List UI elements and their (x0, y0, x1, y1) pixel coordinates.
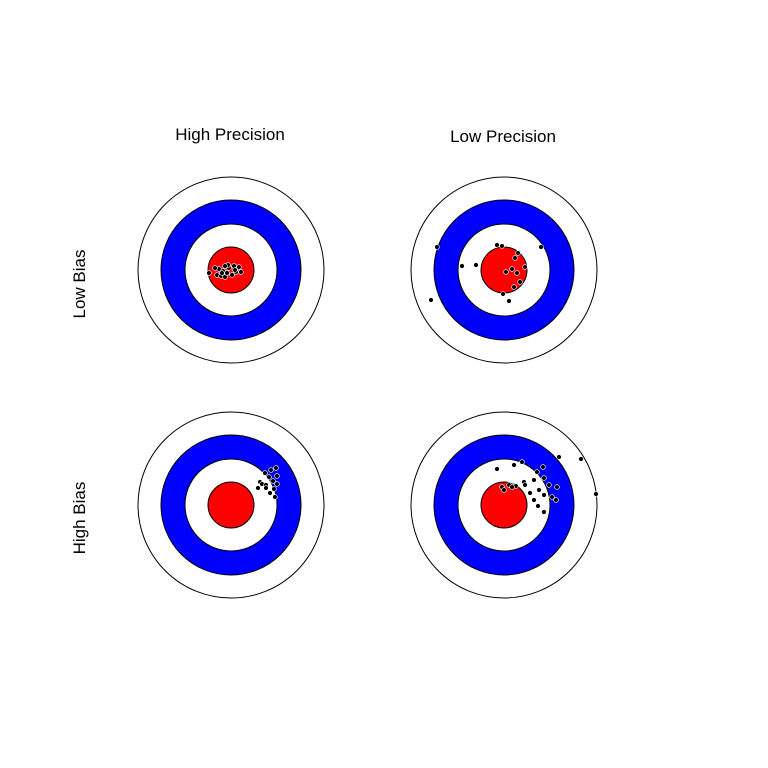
shot-point (522, 482, 528, 488)
shot-point (535, 503, 541, 509)
shot-point (459, 263, 465, 269)
shot-point (540, 464, 546, 470)
target-high-bias-high-precision (137, 411, 325, 599)
bullseye (207, 481, 255, 529)
shot-point (556, 454, 562, 460)
shot-point (212, 265, 218, 271)
shot-point (263, 485, 269, 491)
shot-point (531, 497, 537, 503)
shot-point (553, 497, 559, 503)
shot-point (494, 242, 500, 248)
shot-point (238, 269, 244, 275)
shot-point (503, 269, 509, 275)
shot-point (541, 509, 547, 515)
shot-point (519, 459, 525, 465)
shot-point (501, 487, 507, 493)
shot-point (511, 284, 517, 290)
target-low-bias-low-precision (410, 176, 598, 364)
shot-point (517, 279, 523, 285)
shot-point (522, 264, 528, 270)
bullseye (207, 246, 255, 294)
shot-point (514, 270, 520, 276)
shot-point (512, 255, 518, 261)
shot-point (219, 270, 225, 276)
shot-point (268, 467, 274, 473)
shot-point (271, 486, 277, 492)
shot-point (554, 484, 560, 490)
shot-point (531, 477, 537, 483)
shot-point (509, 266, 515, 272)
shot-point (500, 291, 506, 297)
shot-point (538, 244, 544, 250)
shot-point (536, 487, 542, 493)
shot-point (434, 244, 440, 250)
shot-point (534, 469, 540, 475)
shot-point (224, 270, 230, 276)
shot-point (549, 494, 555, 500)
shot-point (222, 263, 228, 269)
row-label-low-bias: Low Bias (70, 249, 89, 319)
shot-point (593, 491, 599, 497)
shot-point (473, 262, 479, 268)
target-low-bias-high-precision (137, 176, 325, 364)
shot-point (274, 481, 280, 487)
shot-point (494, 466, 500, 472)
shot-point (541, 492, 547, 498)
shot-point (578, 456, 584, 462)
shot-point (229, 272, 235, 278)
shot-point (273, 465, 279, 471)
shot-point (428, 297, 434, 303)
shot-point (255, 485, 261, 491)
shot-point (267, 490, 273, 496)
shot-point (236, 264, 242, 270)
shot-point (511, 462, 517, 468)
bullseye (480, 481, 528, 529)
shot-point (506, 298, 512, 304)
column-title-low-precision: Low Precision (450, 127, 556, 146)
shot-point (262, 470, 268, 476)
row-label-high-bias: High Bias (70, 481, 89, 555)
shot-point (266, 474, 272, 480)
shot-point (270, 478, 276, 484)
shot-point (515, 250, 521, 256)
column-title-high-precision: High Precision (175, 125, 285, 144)
shot-point (232, 267, 238, 273)
shot-point (274, 473, 280, 479)
shot-point (546, 482, 552, 488)
target-high-bias-low-precision (410, 411, 599, 599)
shot-point (206, 270, 212, 276)
shot-point (527, 490, 533, 496)
shot-point (272, 494, 278, 500)
shot-point (541, 475, 547, 481)
shot-point (509, 484, 515, 490)
shot-point (499, 243, 505, 249)
